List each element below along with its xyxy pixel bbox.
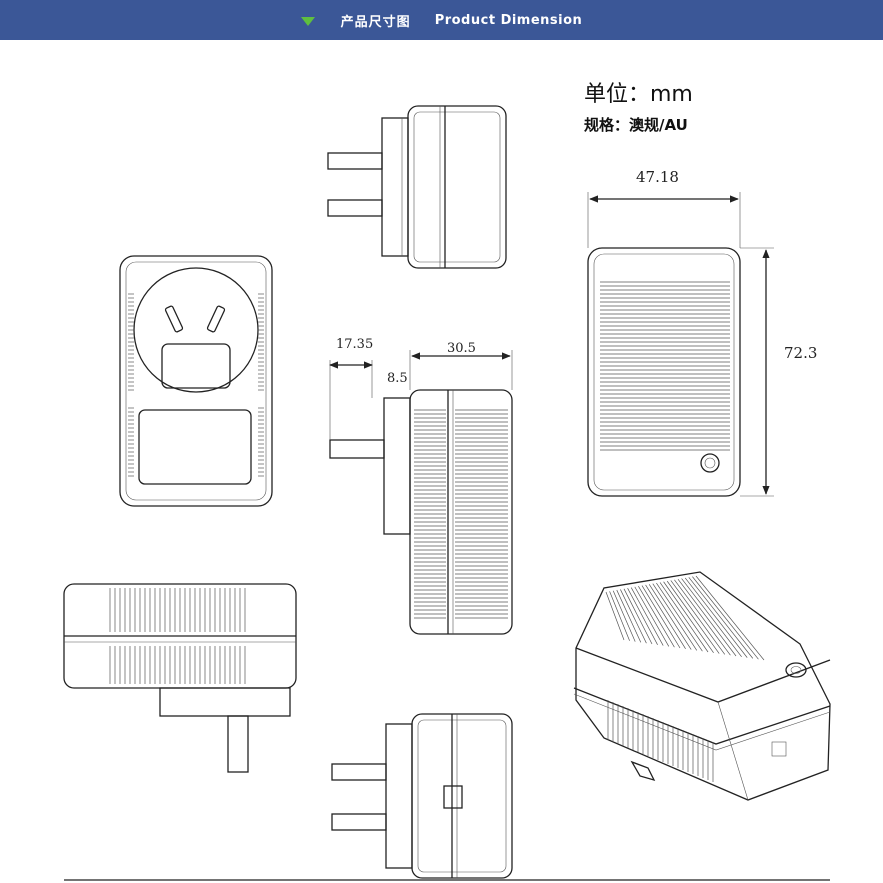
back-dimension-view: 47.18 72.3 [587, 168, 817, 497]
header-title-cn: 产品尺寸图 [340, 14, 411, 30]
header-banner: 产品尺寸图 Product Dimension [0, 0, 883, 40]
side-dimension-view: 17.35 8.5 30.5 [329, 337, 513, 635]
top-side-view [327, 105, 507, 269]
unit-label: 单位：mm [584, 82, 693, 107]
bottom-top-view [63, 583, 297, 773]
bottom-side-view [331, 713, 513, 879]
dim-height: 72.3 [784, 344, 817, 362]
dim-pin-offset: 8.5 [387, 371, 408, 386]
isometric-view [573, 571, 831, 801]
triangle-down-icon [300, 16, 315, 26]
dim-pin-length: 17.35 [336, 337, 373, 352]
dim-width: 47.18 [636, 168, 679, 186]
header-title-en: Product Dimension [434, 12, 583, 28]
dim-depth: 30.5 [447, 341, 476, 356]
spec-label: 规格：澳规/AU [584, 116, 688, 134]
front-socket-view [119, 255, 273, 507]
technical-drawing: 17.35 8.5 30.5 47.18 72.3 [63, 105, 831, 881]
